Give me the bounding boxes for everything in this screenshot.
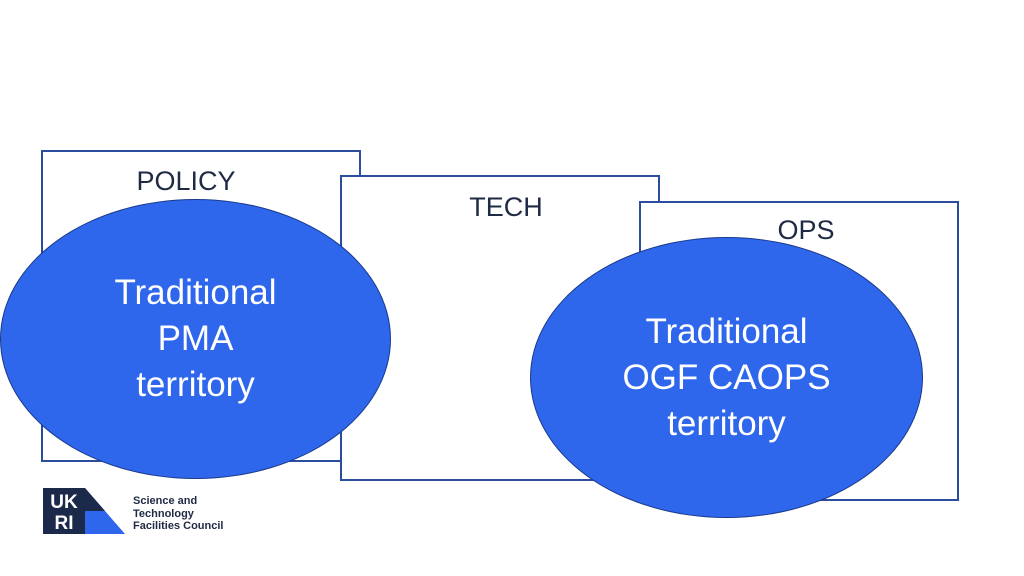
- ukri-logo-mark: UK RI: [43, 488, 125, 534]
- pma-territory-ellipse: Traditional PMA territory: [0, 199, 391, 479]
- ops-label: OPS: [777, 215, 835, 245]
- caops-territory-ellipse: Traditional OGF CAOPS territory: [530, 237, 923, 518]
- logo-line-2: Technology: [133, 507, 194, 520]
- logo-text: Science and Technology Facilities Counci…: [133, 495, 223, 533]
- logo-line-1: Science and: [133, 495, 198, 507]
- tech-label: TECH: [469, 192, 543, 222]
- policy-label: POLICY: [136, 166, 236, 196]
- svg-text:RI: RI: [55, 513, 74, 534]
- logo-line-3: Facilities Council: [133, 520, 224, 532]
- caops-territory-text: Traditional OGF CAOPS territory: [622, 311, 831, 443]
- pma-territory-text: Traditional PMA territory: [114, 273, 277, 404]
- stfc-logo: UK RI Science and Technology Facilities …: [43, 488, 243, 536]
- svg-text:UK: UK: [50, 492, 78, 513]
